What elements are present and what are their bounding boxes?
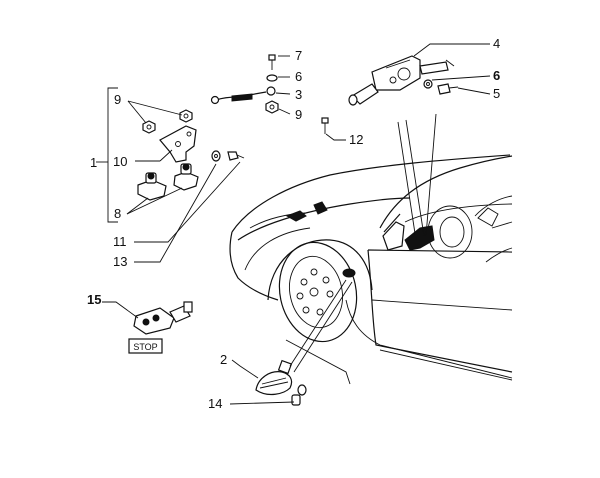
label-13: 13 [113,254,127,269]
bulb-14 [291,384,307,406]
washer-6-left [266,74,278,82]
label-14: 14 [208,396,222,411]
label-8: 8 [114,206,121,221]
stop-tag-text: STOP [133,342,157,352]
stop-light-switch [133,301,193,335]
screw-7 [268,54,276,70]
label-15: 15 [87,292,101,307]
car-illustration [229,154,513,381]
label-2: 2 [220,352,227,367]
label-9-right: 9 [295,107,302,122]
steering-wheel [427,205,473,259]
label-3: 3 [295,87,302,102]
steering-column-switch [348,55,455,106]
part-labels: 1 2 3 4 5 6 6 7 8 9 9 10 11 12 13 14 15 [87,36,500,411]
label-5: 5 [493,86,500,101]
label-7: 7 [295,48,302,63]
hood-switch-right [313,201,328,215]
bracket-10 [159,125,197,163]
switch-8-left [137,172,167,201]
front-wheel [278,241,358,343]
hood-switch-left [285,210,307,222]
nut-9-left-a [142,120,156,134]
ground-strap [210,86,276,105]
nut-9-right [265,100,279,114]
side-repeater-lamp [255,359,293,396]
switch-8-right [173,163,199,191]
screw-12 [321,117,329,134]
label-11: 11 [113,234,127,249]
stop-tag: STOP [128,338,163,354]
washer-13 [211,150,221,162]
nut-9-left-b [179,109,193,123]
side-mirror [382,221,405,251]
label-9-left: 9 [114,92,121,107]
screw-5 [437,83,459,95]
label-4: 4 [493,36,500,51]
screw-11 [227,151,245,161]
label-12: 12 [349,132,363,147]
label-10: 10 [113,154,127,169]
wheel-holes [296,268,334,316]
label-6-right: 6 [493,68,500,83]
washer-6-right [423,79,433,89]
label-1: 1 [90,155,97,170]
label-6-left: 6 [295,69,302,84]
side-marker-position [342,268,356,278]
leader-lines [96,43,491,405]
column-switch-position [404,225,435,251]
